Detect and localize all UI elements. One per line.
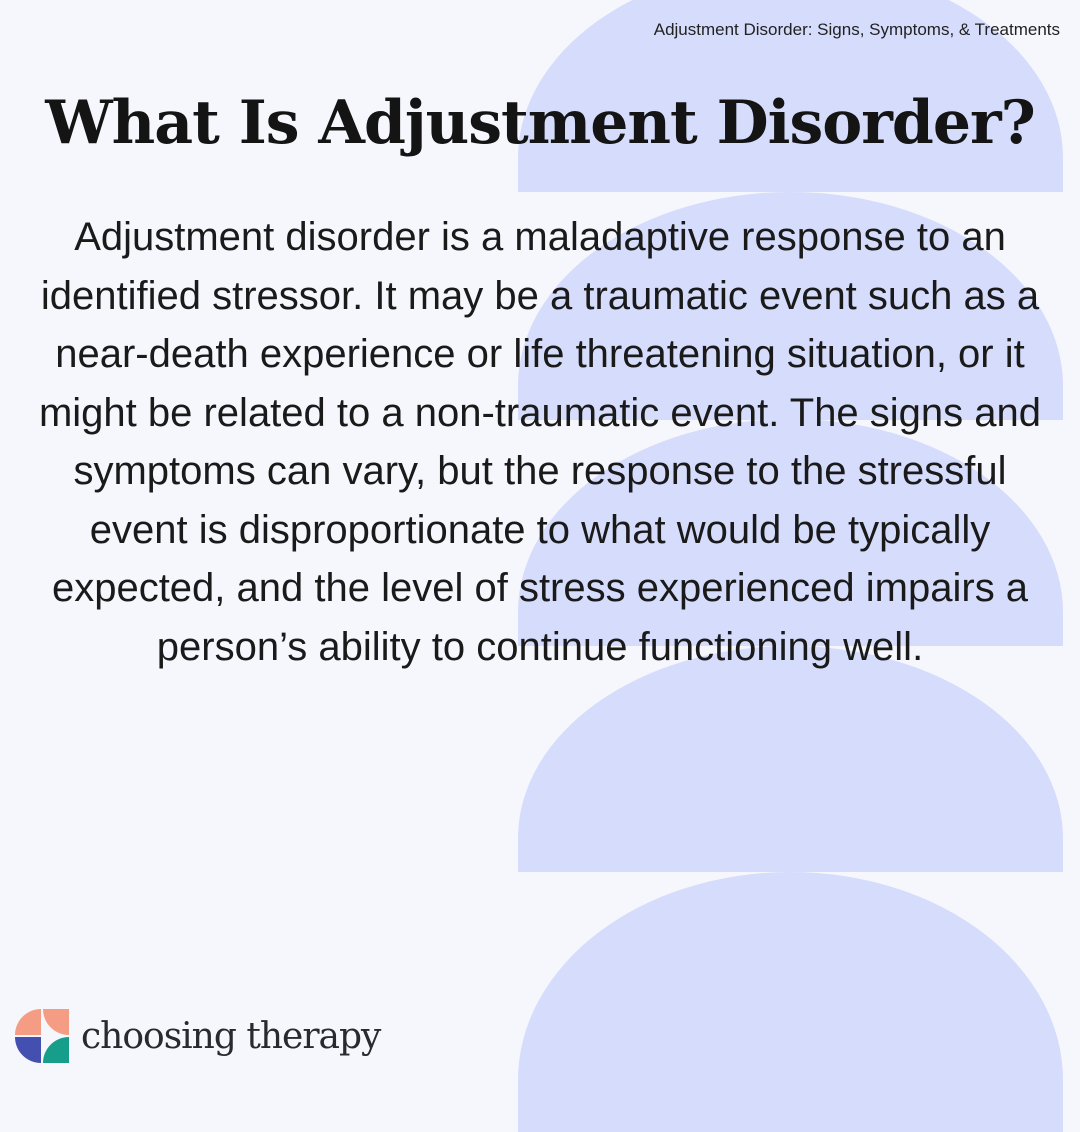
- brand-name: choosing therapy: [81, 1015, 381, 1057]
- page-title: What Is Adjustment Disorder?: [45, 88, 1036, 158]
- brand-logo: choosing therapy: [15, 1009, 381, 1063]
- background-arch: [518, 872, 1063, 1132]
- background-arch: [518, 646, 1063, 872]
- article-subtitle: Adjustment Disorder: Signs, Symptoms, & …: [653, 20, 1060, 39]
- body-text: Adjustment disorder is a maladaptive res…: [38, 215, 1042, 669]
- background-arch: [518, 0, 1063, 192]
- logo-mark-icon: [15, 1009, 69, 1063]
